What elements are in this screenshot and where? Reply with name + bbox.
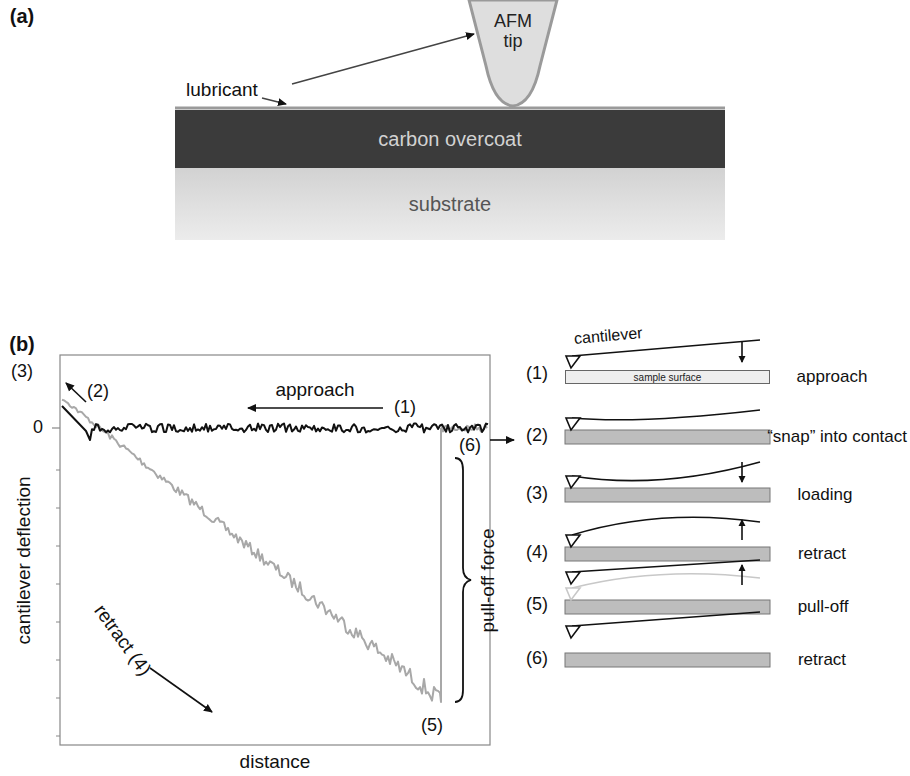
panel-letter: (b) bbox=[9, 333, 35, 355]
step-label: loading bbox=[798, 486, 853, 505]
part-label: cantilever bbox=[573, 324, 643, 347]
afm-tip: AFM tip bbox=[466, 0, 560, 108]
step-label: “snap” into contact bbox=[767, 428, 907, 447]
callout-number: (6) bbox=[526, 649, 548, 669]
step-label: pull-off bbox=[798, 598, 849, 617]
axis-ticks bbox=[56, 470, 60, 736]
substrate-layer: substrate bbox=[175, 168, 725, 240]
plot-frame bbox=[60, 355, 490, 745]
callout-number: (1) bbox=[526, 364, 548, 384]
step-label: retract bbox=[798, 545, 846, 564]
leader-arrow bbox=[292, 34, 474, 84]
node-text: sample surface bbox=[634, 372, 702, 383]
overcoat-layer: carbon overcoat bbox=[175, 110, 725, 168]
sample-surface: sample surface bbox=[565, 370, 770, 384]
direction-arrow bbox=[490, 439, 514, 441]
direction-arrow bbox=[150, 668, 212, 712]
node-text: carbon overcoat bbox=[378, 128, 521, 150]
callout-number: (1) bbox=[394, 398, 416, 418]
curve-label: approach bbox=[275, 380, 354, 401]
curve-label: retract (4) bbox=[89, 601, 154, 680]
cantilever-sketches bbox=[566, 340, 760, 638]
callout-number: (3) bbox=[526, 484, 548, 504]
axis-value: 0 bbox=[33, 418, 43, 438]
leader-arrow bbox=[262, 98, 286, 104]
force-curve bbox=[62, 400, 488, 702]
axis-tick bbox=[52, 427, 60, 428]
trace bbox=[62, 406, 488, 440]
direction-arrow bbox=[248, 407, 383, 409]
callout-number: (5) bbox=[526, 595, 548, 615]
callout-number: (2) bbox=[526, 426, 548, 446]
axis-title: distance bbox=[240, 752, 311, 773]
layer-label: lubricant bbox=[186, 80, 258, 101]
axis-title: cantilever deflection bbox=[14, 476, 35, 644]
node-text: AFM tip bbox=[483, 12, 543, 52]
node-text: substrate bbox=[409, 193, 491, 215]
callout-number: (4) bbox=[526, 543, 548, 563]
callout-number: (2) bbox=[87, 382, 109, 402]
callout-number: (3) bbox=[11, 362, 33, 382]
callout-number: (6) bbox=[459, 436, 481, 456]
sample-surfaces bbox=[565, 430, 770, 667]
step-label: approach bbox=[797, 368, 868, 387]
callout-number: (5) bbox=[421, 716, 443, 736]
panel-letter: (a) bbox=[10, 5, 34, 27]
direction-arrow bbox=[66, 383, 86, 402]
bracket bbox=[455, 458, 471, 702]
trace bbox=[62, 400, 441, 702]
step-label: retract bbox=[798, 651, 846, 670]
bracket-label: pull-off force bbox=[478, 528, 499, 632]
